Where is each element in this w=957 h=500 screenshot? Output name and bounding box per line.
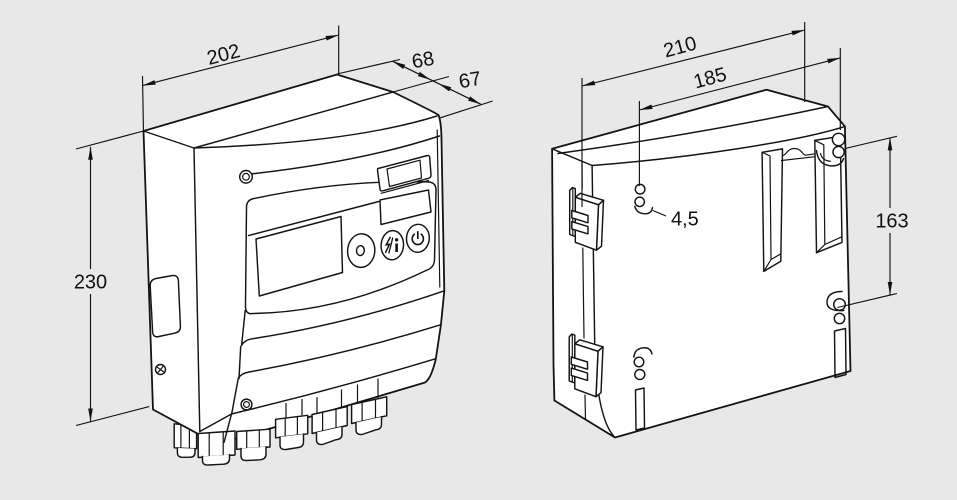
svg-text:67: 67 [457, 68, 483, 94]
svg-text:68: 68 [410, 48, 436, 74]
svg-text:163: 163 [875, 211, 908, 233]
svg-text:4,5: 4,5 [671, 209, 699, 231]
svg-text:230: 230 [74, 272, 107, 294]
